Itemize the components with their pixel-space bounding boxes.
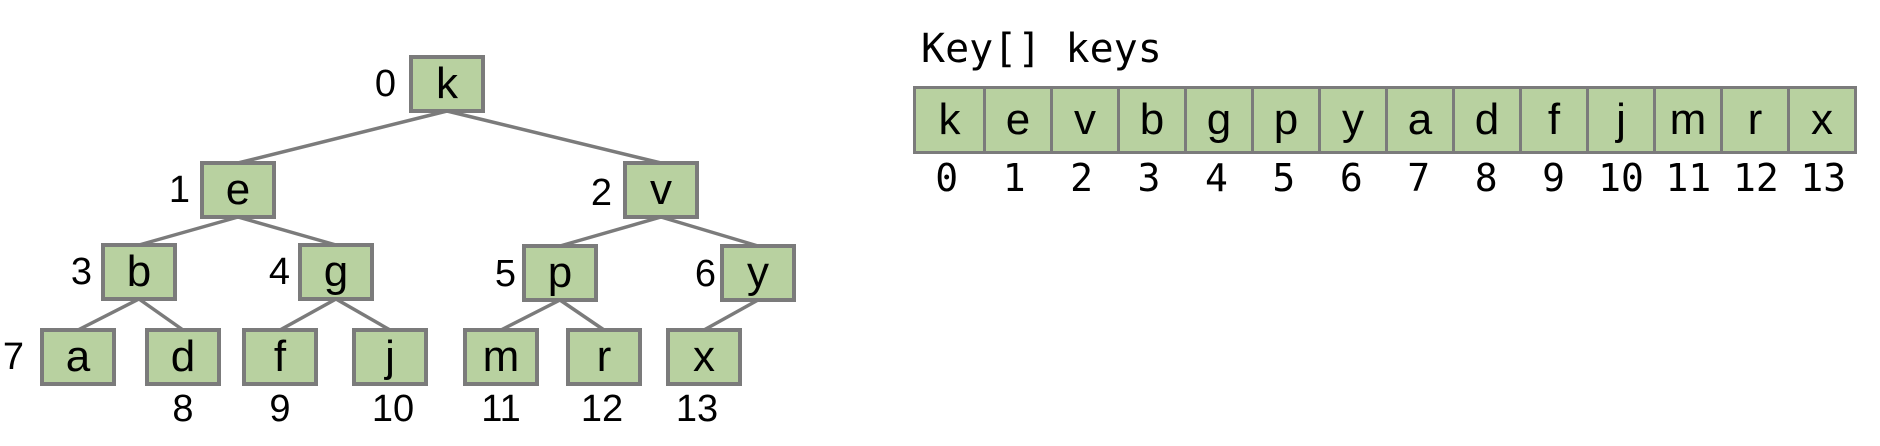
array-index-8: 8: [1474, 156, 1498, 200]
node-letter: k: [436, 59, 458, 108]
node-letter: x: [693, 332, 715, 381]
node-letter: d: [170, 332, 196, 381]
array-index-4: 4: [1204, 156, 1228, 200]
edge-p-m: [500, 298, 561, 332]
tree-node-box-6: y: [720, 244, 796, 302]
array-cell-9: f: [1519, 89, 1586, 151]
array-title: Key[] keys: [921, 26, 1162, 72]
tree-node-box-9: f: [242, 328, 318, 386]
node-letter: j: [385, 332, 395, 381]
array-cell-7: a: [1385, 89, 1452, 151]
array-cell-5: p: [1251, 89, 1318, 151]
array-cell-13: x: [1787, 89, 1854, 151]
array-cell-6: y: [1318, 89, 1385, 151]
edge-e-g: [237, 215, 337, 247]
array-index-9: 9: [1542, 156, 1565, 200]
node-index-label-6: 6: [694, 253, 716, 295]
node-letter: g: [323, 247, 349, 296]
node-letter: f: [273, 332, 287, 381]
node-index-label-11: 11: [481, 388, 521, 430]
edge-k-v: [446, 109, 662, 165]
edge-e-b: [138, 215, 239, 247]
tree-node-box-5: p: [522, 244, 598, 302]
array-cell-11: m: [1653, 89, 1720, 151]
tree-node-box-12: r: [566, 328, 642, 386]
keys-array: k e v b g p y a d f j m r x: [913, 86, 1857, 154]
node-index-label-10: 10: [371, 388, 415, 430]
node-letter: r: [596, 332, 612, 381]
node-index-label-9: 9: [269, 388, 291, 430]
array-index-12: 12: [1732, 156, 1779, 200]
array-index-6: 6: [1339, 156, 1363, 200]
edge-v-p: [559, 215, 662, 248]
node-index-label-13: 13: [675, 388, 719, 430]
edge-g-f: [279, 297, 337, 332]
tree-node-box-4: g: [298, 243, 374, 301]
tree-node-box-8: d: [145, 328, 221, 386]
array-index-10: 10: [1598, 156, 1644, 200]
array-index-1: 1: [1002, 156, 1026, 200]
array-cell-8: d: [1452, 89, 1519, 151]
node-letter: p: [547, 248, 573, 297]
tree-node-box-13: x: [666, 328, 742, 386]
array-indices-row: 0 1 2 3 4 5 6 7 8 9 10 11 12 13: [913, 156, 1857, 200]
node-index-label-0: 0: [374, 63, 396, 105]
tree-node-box-11: m: [463, 328, 539, 386]
array-cell-10: j: [1586, 89, 1653, 151]
array-cell-3: b: [1117, 89, 1184, 151]
node-index-label-5: 5: [494, 253, 516, 295]
edge-v-y: [660, 215, 759, 248]
array-index-11: 11: [1665, 156, 1712, 200]
array-index-7: 7: [1407, 156, 1431, 200]
node-letter: v: [650, 165, 672, 214]
edge-b-a: [77, 297, 140, 332]
node-index-label-7: 7: [2, 336, 24, 378]
node-index-label-2: 2: [590, 172, 612, 214]
tree-node-box-2: v: [623, 161, 699, 219]
node-letter: a: [65, 332, 91, 381]
edge-p-r: [559, 298, 605, 332]
array-cell-2: v: [1050, 89, 1117, 151]
node-letter: b: [126, 247, 152, 296]
node-index-label-3: 3: [70, 251, 92, 293]
array-index-3: 3: [1137, 156, 1161, 200]
tree-edges-layer: [77, 109, 759, 332]
node-letter: m: [482, 332, 520, 381]
node-index-label-12: 12: [580, 388, 624, 430]
tree-node-box-7: a: [40, 328, 116, 386]
node-letter: y: [747, 248, 769, 297]
array-cell-0: k: [938, 95, 961, 144]
tree-node-box-0: k: [409, 55, 485, 113]
edge-b-d: [137, 297, 185, 332]
tree-node-box-10: j: [352, 328, 428, 386]
array-cell-4: g: [1184, 89, 1251, 151]
tree-node-box-3: b: [101, 243, 177, 301]
edge-g-j: [335, 297, 391, 332]
node-index-label-1: 1: [168, 169, 190, 211]
node-index-label-8: 8: [172, 388, 194, 430]
tree-node-box-1: e: [200, 161, 276, 219]
node-letter: e: [225, 165, 251, 214]
edge-k-e: [237, 109, 448, 165]
array-index-2: 2: [1070, 156, 1093, 200]
node-index-label-4: 4: [268, 251, 290, 293]
array-index-0: 0: [935, 156, 959, 200]
array-cell-12: r: [1720, 89, 1787, 151]
array-index-5: 5: [1272, 156, 1296, 200]
array-cell-1: e: [983, 89, 1050, 151]
array-index-13: 13: [1800, 156, 1847, 200]
edge-y-x: [703, 298, 759, 332]
